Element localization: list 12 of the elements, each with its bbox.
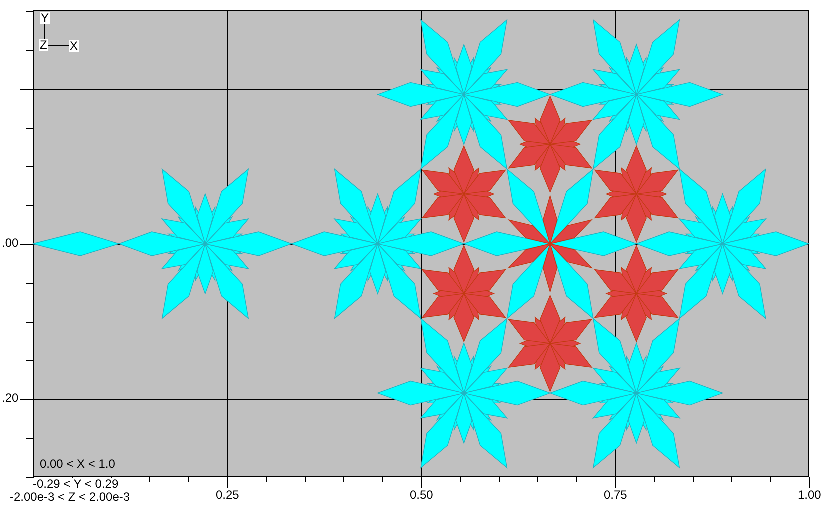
axis-label: X: [69, 40, 80, 52]
range-label: -0.29 < Y < 0.29: [33, 478, 119, 490]
range-label: -2.00e-3 < Z < 2.00e-3: [10, 491, 130, 503]
tick-label: 0.50: [410, 489, 434, 502]
tick-label: .20: [2, 392, 19, 405]
range-label: 0.00 < X < 1.0: [40, 458, 116, 471]
axis-label: Z: [39, 39, 48, 51]
tick-label: 0.25: [216, 489, 240, 502]
tick-label: .00: [2, 237, 19, 250]
axis-label: Y: [40, 12, 50, 24]
tick-label: 0.75: [604, 489, 628, 502]
tick-label: 1.00: [798, 489, 822, 502]
